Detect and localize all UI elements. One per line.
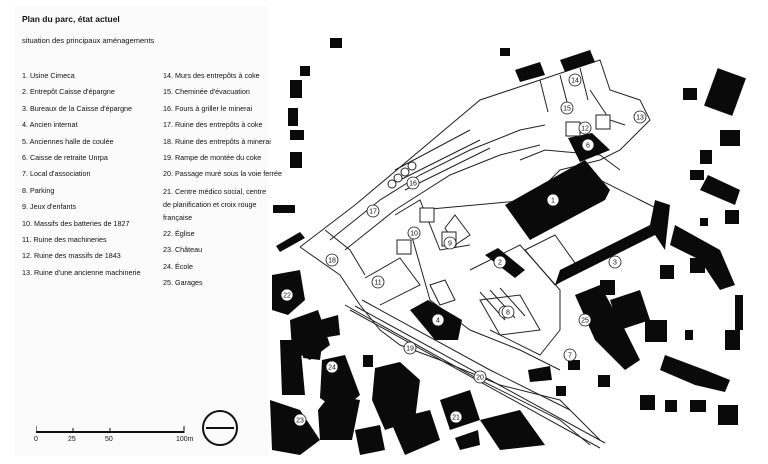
marker-circle <box>563 348 577 362</box>
marker-circle <box>501 305 515 319</box>
legend-item: 9. Jeux d'enfants <box>22 202 77 212</box>
marker-circle <box>366 204 380 218</box>
marker-circle <box>406 176 420 190</box>
orientation-circle-icon <box>202 410 238 446</box>
marker-label: 12 <box>581 126 589 133</box>
numbered-markers: 1234567891011121314151617181920212223242… <box>280 73 647 427</box>
scale-label: 25 <box>68 436 76 443</box>
scale-bar: 0 25 50 100m <box>34 404 196 454</box>
legend-panel: Plan du parc, état actuel situation des … <box>14 6 282 456</box>
marker-label: 18 <box>328 258 336 265</box>
marker-label: 23 <box>296 418 304 425</box>
marker-circle <box>546 193 560 207</box>
scale-label: 100m <box>176 436 194 443</box>
legend-item: 12. Ruine des massifs de 1843 <box>22 251 121 261</box>
legend-item: 21. Centre médico social, centre de plan… <box>163 186 267 222</box>
marker-label: 15 <box>563 106 571 113</box>
marker-circle <box>443 236 457 250</box>
marker-circle <box>407 226 421 240</box>
legend-item: 22. Église <box>163 228 195 238</box>
legend-item: 10. Massifs des batteries de 1827 <box>22 218 130 228</box>
marker-circle <box>560 101 574 115</box>
marker-circle <box>325 253 339 267</box>
map-title: Plan du parc, état actuel <box>22 14 120 24</box>
marker-circle <box>578 313 592 327</box>
marker-label: 6 <box>586 143 590 150</box>
legend-item: 13. Ruine d'une ancienne machinerie <box>22 267 141 277</box>
marker-circle <box>431 313 445 327</box>
legend-item: 14. Murs des entrepôts à coke <box>163 71 260 80</box>
legend-item: 24. École <box>163 261 193 271</box>
legend-item: 25. Garages <box>163 278 203 288</box>
marker-circle <box>578 121 592 135</box>
marker-circle <box>493 255 507 269</box>
marker-label: 3 <box>613 260 617 267</box>
legend-item: 6. Caisse de retraite Unrpa <box>22 153 108 163</box>
marker-label: 10 <box>410 231 418 238</box>
marker-label: 24 <box>328 365 336 372</box>
marker-label: 16 <box>409 181 417 188</box>
marker-label: 1 <box>551 198 555 205</box>
legend-item: 15. Cheminée d'évacuation <box>163 87 250 97</box>
legend-item: 23. Château <box>163 245 203 255</box>
legend-item: 18. Ruine des entrepôts à minerai <box>163 136 271 146</box>
legend-item: 17. Ruine des entrepôts à coke <box>163 120 263 130</box>
marker-label: 2 <box>498 260 502 267</box>
marker-label: 4 <box>436 318 440 325</box>
marker-label: 17 <box>369 209 377 216</box>
legend-item: 8. Parking <box>22 185 55 195</box>
park-outline <box>299 59 661 446</box>
marker-circle <box>608 255 622 269</box>
buildings <box>270 38 746 455</box>
scale-bar-graphic <box>35 426 185 433</box>
marker-circle <box>633 110 647 124</box>
marker-circle <box>568 73 582 87</box>
marker-label: 13 <box>636 115 644 122</box>
legend-item: 7. Local d'association <box>22 169 91 179</box>
marker-label: 19 <box>406 346 414 353</box>
legend-item: 1. Usine Cimeca <box>22 71 75 80</box>
marker-circle <box>581 138 595 152</box>
legend-item: 20. Passage muré sous la voie ferrée <box>163 169 283 179</box>
marker-label: 21 <box>452 415 460 422</box>
legend-item: 11. Ruine des machineries <box>22 235 107 245</box>
marker-label: 25 <box>581 318 589 325</box>
legend-item: 3. Bureaux de la Caisse d'épargne <box>22 103 133 113</box>
marker-circle <box>293 413 307 427</box>
marker-label: 7 <box>568 353 572 360</box>
marker-label: 8 <box>506 310 510 317</box>
legend-item: 4. Ancien internat <box>22 120 78 130</box>
marker-circle <box>403 341 417 355</box>
legend-item: 2. Entrepôt Caisse d'épargne <box>22 87 115 97</box>
legend-column-left: 1. Usine Cimeca 2. Entrepôt Caisse d'épa… <box>22 68 162 281</box>
marker-label: 9 <box>448 241 452 248</box>
scale-label: 0 <box>34 436 38 443</box>
marker-circle <box>280 288 294 302</box>
map-subtitle: situation des principaux aménagements <box>22 36 155 45</box>
marker-label: 22 <box>283 293 291 300</box>
marker-circle <box>325 360 339 374</box>
marker-circle <box>473 370 487 384</box>
legend-column-right: 14. Murs des entrepôts à coke 15. Chemin… <box>163 68 283 291</box>
marker-circle <box>449 410 463 424</box>
scale-label: 50 <box>105 436 113 443</box>
marker-label: 20 <box>476 375 484 382</box>
marker-label: 11 <box>374 280 381 287</box>
legend-item: 19. Rampe de montée du coke <box>163 153 262 163</box>
legend-item: 5. Anciennes halle de coulée <box>22 136 114 146</box>
marker-circle <box>371 275 385 289</box>
legend-item: 16. Fours à griller le minerai <box>163 103 253 113</box>
marker-label: 14 <box>571 78 579 85</box>
